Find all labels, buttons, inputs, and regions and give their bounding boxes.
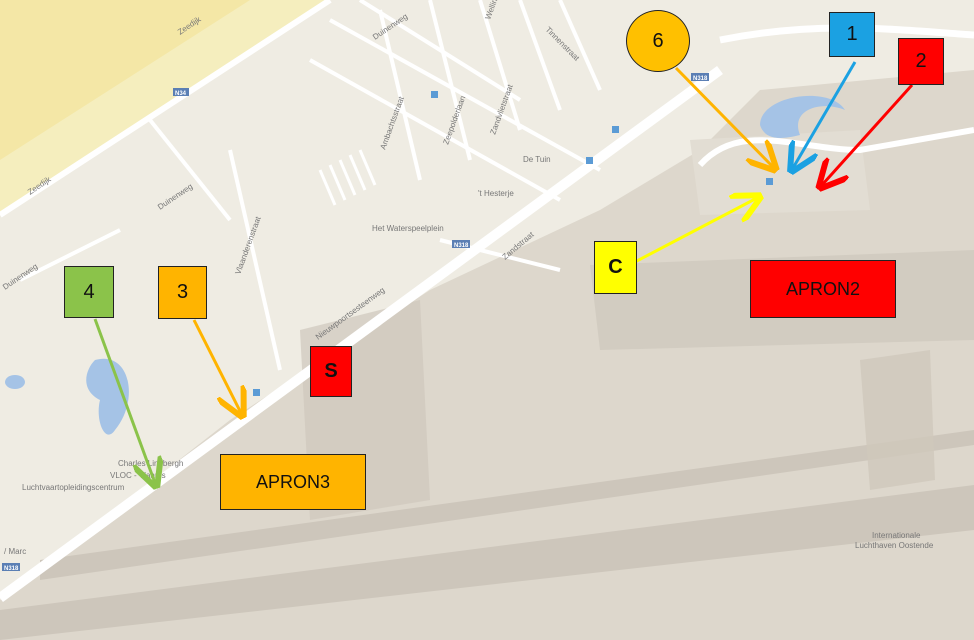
pond-small [5,375,25,389]
callout-apron3: APRON3 [220,454,366,510]
callout-c: C [594,241,637,294]
sea-area [0,0,250,160]
callout-apron2: APRON2 [750,260,896,318]
poi-label-vloc-2: Luchtvaartopleidingscentrum [22,483,125,492]
road-coast [0,0,332,218]
poi-label-waterspeelplein: Het Waterspeelplein [372,224,444,233]
road-shield-n34 [173,88,189,96]
poi-label-charles-lindbergh: Charles Lindbergh [118,459,183,468]
road-shield-n318-1 [452,240,470,248]
road-shield-n34-label: N34 [175,91,187,97]
road-shield-n318-3 [2,563,20,571]
arrow-1 [793,61,857,168]
road-shield-n318-3-label: N318 [4,566,19,572]
taxiway [40,430,974,580]
road-shield-n318-1-label: N318 [454,243,469,249]
callout-4: 4 [64,266,114,318]
road-shield-n318-2-label: N318 [693,76,708,82]
callout-3: 3 [158,266,207,319]
poi-label-luchthaven: Luchthaven Oostende [855,541,934,550]
arrow-6 [674,66,773,167]
main-road [0,65,723,603]
callout-s: S [310,346,352,397]
taxiway-east [860,350,935,490]
arrow-2 [822,83,914,185]
poi-label-hesterje: 't Hesterje [478,189,514,198]
road-shield-n318-2 [691,73,709,81]
arrow-c [632,198,757,265]
callout-1: 1 [829,12,875,57]
callout-6: 6 [626,10,690,72]
poi-label-vloc: VLOC - Vlaams [110,471,166,480]
poi-label-marc: / Marc [4,547,26,556]
arrow-3 [192,319,241,413]
bus-stop-icons [253,91,773,396]
arrow-4 [93,318,155,483]
main-runway [0,485,974,640]
callout-2: 2 [898,38,944,85]
pond-west [86,358,129,435]
pond-terminal [760,95,845,138]
poi-label-de-tuin: De Tuin [523,155,551,164]
parking-rows [318,149,377,206]
poi-label-internationale: Internationale [872,531,921,540]
